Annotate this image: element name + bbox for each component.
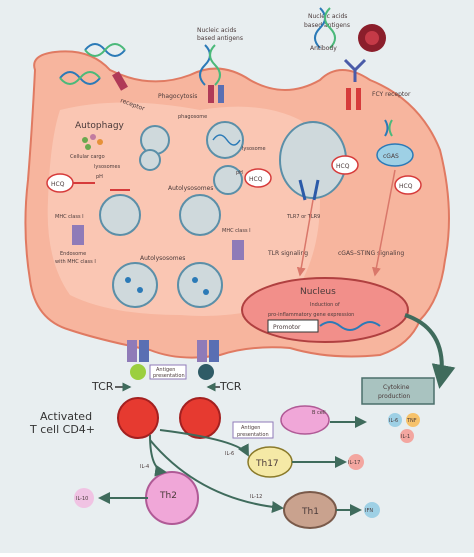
th17-label: Th17 (255, 459, 279, 469)
il10-bubble-icon (74, 488, 94, 508)
hcq-badge-tlr (331, 155, 359, 175)
lysosomes-label: lysosomes (94, 164, 121, 170)
cytokine-box (361, 377, 435, 405)
cgas-sting-label: cGAS–STING signaling (338, 250, 404, 257)
nucleic-acids-label-right: Nucleic acids (308, 13, 347, 20)
autophagosome-icon (140, 125, 170, 155)
autolysosome-bottom-right-icon (177, 262, 223, 308)
hcq-label-cgas: HCQ (399, 183, 413, 190)
antibody-label: Antibody (310, 45, 337, 52)
activated-label: Activated (40, 410, 92, 423)
dna-cgas-icon (384, 119, 393, 137)
tlr-label: TLR7 or TLR9 (286, 214, 320, 220)
nucleic-acids-label-top: Nucleic acids (197, 27, 236, 34)
induction-label: Induction of (310, 302, 340, 308)
autolysosome-bottom-left-icon (112, 262, 158, 308)
dna-antigen-icon (59, 43, 126, 85)
antigen-label: Antigen (156, 367, 175, 373)
th2-label: Th2 (159, 491, 177, 501)
cytokine-production-label: production (378, 393, 410, 400)
b-cell-label: B cell (312, 410, 326, 416)
phagosome-icon (206, 121, 244, 159)
presentation-b-label: presentation (237, 432, 269, 438)
tlr-arrow (296, 199, 314, 277)
lysosome-label: lysosome (242, 146, 266, 152)
t-cell-cd4-label: T cell CD4+ (29, 423, 95, 436)
il6-th-label: IL-6 (225, 451, 234, 457)
mhc-molecule-left-icon (72, 225, 84, 245)
fcy-receptor-label: FCY receptor (372, 91, 411, 98)
hcq-badge-mid (244, 168, 272, 188)
gene-dna-icon (319, 321, 381, 331)
endosome-mid-icon (179, 194, 221, 236)
receptor-icon (112, 71, 128, 91)
tcr-right-label: TCR (219, 380, 242, 393)
promotor-box (267, 319, 319, 333)
autolysosome-icon (213, 165, 243, 195)
cgas-label: cGAS (383, 153, 399, 160)
mhc-class-left-label: MHC class I (55, 214, 84, 220)
autophagy-label: Autophagy (75, 121, 125, 131)
il1-bubble-icon (400, 429, 414, 443)
autophagosome-small-icon (139, 149, 161, 171)
cellular-cargo-label: Cellular cargo (70, 154, 105, 160)
tlr-receptor-icon (298, 179, 320, 201)
il10-label: IL-10 (76, 496, 88, 502)
nucleic-acids-based-label-top: based antigens (197, 35, 243, 42)
hcq-badge-cgas (394, 175, 422, 195)
b-cell-icon (280, 405, 330, 435)
antibody-icon (343, 58, 367, 82)
degraded-cargo-icon (125, 277, 209, 295)
il6-label: IL-6 (389, 418, 398, 424)
induction-gene-label: pro-inflammatory gene expression (268, 312, 354, 318)
phagocytosis-label: Phagocytosis (158, 93, 197, 100)
t-cell-left-icon (117, 397, 159, 439)
il1-label: IL-1 (401, 434, 410, 440)
endosome-mhc-label: with MHC class I (55, 259, 96, 265)
mhc-class-right-label: MHC class I (222, 228, 251, 234)
tnf-bubble-icon (406, 413, 420, 427)
ph-label-mid: pH (236, 170, 243, 176)
antigen-presentation-b-box (232, 421, 274, 439)
tcr-left-label: TCR (91, 380, 114, 393)
t-cell-right-icon (179, 397, 221, 439)
presentation-label: presentation (153, 373, 185, 379)
phagosome-label: phagosome (178, 114, 207, 120)
autolysosomes-bottom-label: Autolysosomes (140, 255, 185, 262)
hcq-label-mid: HCQ (249, 176, 263, 183)
ifn-label: IFN (365, 508, 373, 514)
hcq-label-tlr: HCQ (336, 163, 350, 170)
cytokine-arrow (404, 313, 456, 389)
cgas-badge (376, 143, 414, 167)
dna-antigen-center-icon (199, 44, 224, 103)
endosome-icon (99, 194, 141, 236)
dna-coil-icon (314, 7, 336, 49)
th1-label: Th1 (301, 507, 319, 517)
nucleus-label: Nucleus (300, 287, 336, 297)
fcy-receptor-icon (346, 88, 361, 110)
antigen-b-label: Antigen (241, 425, 260, 431)
tlr-signaling-label: TLR signaling (267, 250, 308, 257)
ifn-bubble-icon (364, 502, 380, 518)
cgas-arrow (371, 169, 396, 277)
il6-bubble-icon (388, 413, 402, 427)
promotor-label: Promotor (273, 324, 301, 331)
cytokine-label: Cytokine (383, 384, 410, 391)
antigen-presentation-box (149, 364, 187, 380)
hcq-label-left: HCQ (51, 181, 65, 188)
endosome-label: Endosome (60, 251, 86, 257)
il12-label: IL-12 (250, 494, 262, 500)
mhc-molecule-right-icon (232, 240, 244, 260)
tnf-label: TNF (406, 418, 417, 424)
il17-bubble-icon (348, 454, 364, 470)
cellular-cargo-icon (82, 134, 103, 150)
il17-label: IL-17 (348, 460, 360, 466)
il4-label: IL-4 (140, 464, 149, 470)
autolysosomes-mid-label: Autolysosomes (168, 185, 213, 192)
mhc-presentation-left-icon (127, 340, 149, 380)
mhc-presentation-right-icon (197, 340, 219, 380)
ph-label-left: pH (96, 174, 103, 180)
